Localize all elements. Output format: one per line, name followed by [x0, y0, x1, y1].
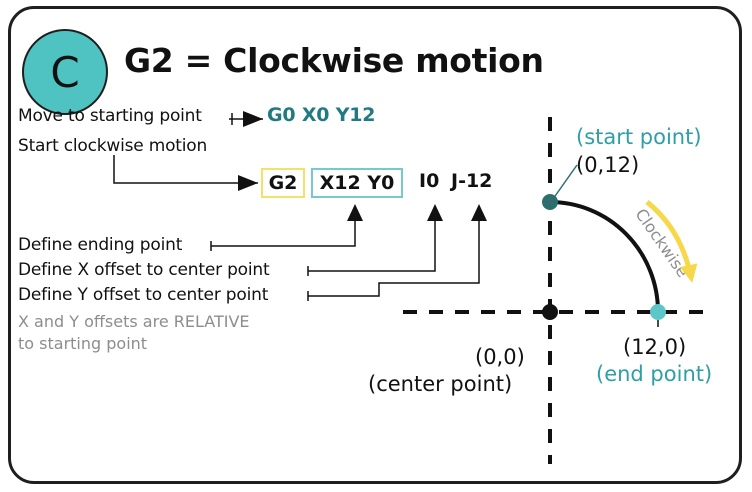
center-point-label: (center point)	[368, 372, 513, 396]
badge-letter: C	[50, 47, 80, 97]
x-offset-arrow	[307, 204, 443, 276]
start-point-label: (start point)	[576, 125, 702, 149]
start-point-coord: (0,12)	[576, 153, 640, 177]
end-point-marker	[650, 304, 666, 320]
define-x-offset-label: Define X offset to center point	[18, 260, 270, 280]
relative-note-line2: to starting point	[18, 334, 148, 353]
center-point-marker	[542, 304, 558, 320]
clockwise-arc	[549, 200, 660, 313]
move-label: Move to starting point	[18, 106, 202, 126]
page-title: G2 = Clockwise motion	[124, 41, 544, 80]
center-point-coord: (0,0)	[475, 345, 525, 369]
start-motion-arrow	[113, 155, 258, 191]
move-arrow	[229, 111, 263, 127]
j-offset-code: J-12	[451, 170, 493, 192]
start-point-leader	[552, 164, 578, 200]
y-offset-arrow	[307, 204, 487, 301]
diagram-graphics	[113, 111, 711, 464]
g2-code-box: G2	[261, 168, 305, 198]
diagram-card: C G2 = Clockwise motion Move to starting…	[8, 6, 742, 484]
xy-code-box: X12 Y0	[311, 168, 403, 198]
define-ending-label: Define ending point	[18, 235, 183, 255]
end-point-coord: (12,0)	[623, 335, 687, 359]
start-point-marker	[542, 194, 558, 210]
define-y-offset-label: Define Y offset to center point	[18, 285, 269, 305]
move-code: G0 X0 Y12	[267, 104, 376, 126]
ending-point-arrow	[210, 204, 363, 251]
i-offset-code: I0	[419, 170, 440, 192]
end-point-label: (end point)	[596, 362, 713, 386]
start-label: Start clockwise motion	[18, 136, 208, 156]
clockwise-direction-arrow	[645, 200, 698, 283]
relative-note-line1: X and Y offsets are RELATIVE	[18, 312, 250, 331]
section-badge: C	[22, 29, 108, 115]
